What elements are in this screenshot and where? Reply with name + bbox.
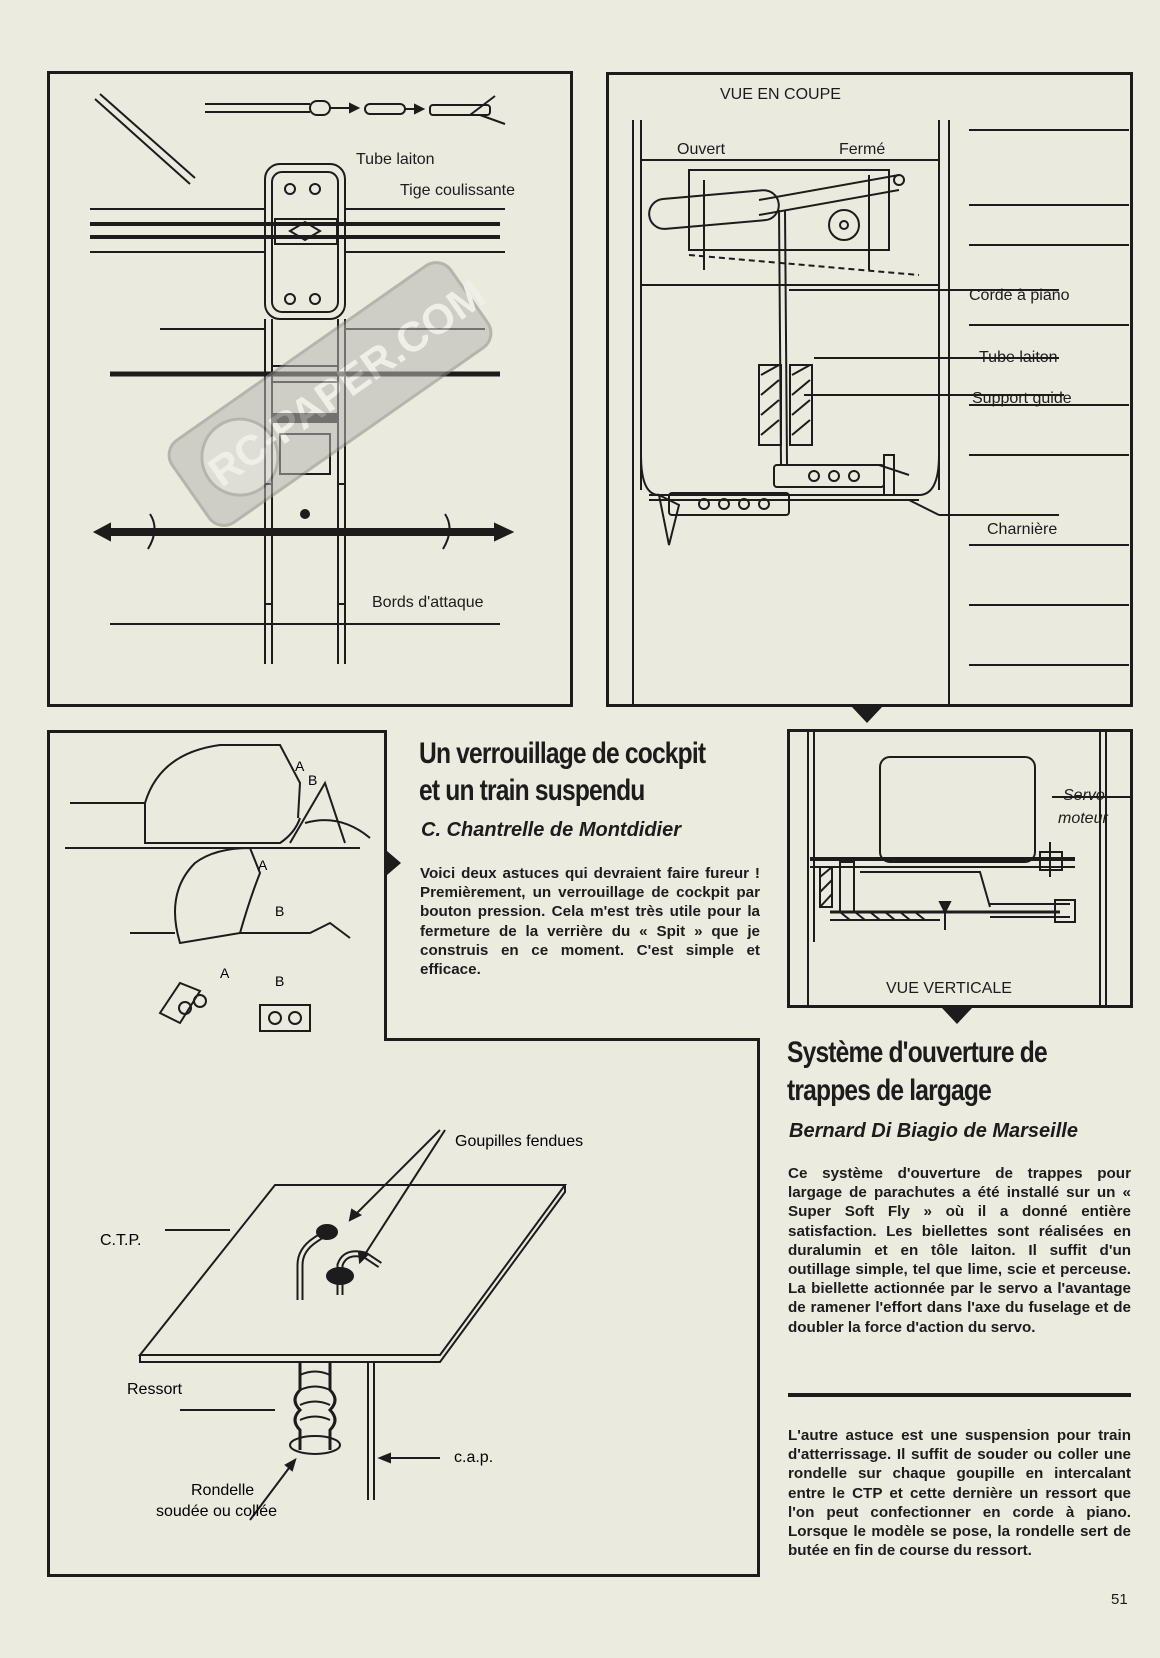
label-tube-laiton: Tube laiton <box>356 151 435 168</box>
page-number: 51 <box>1111 1591 1128 1608</box>
figure-servo-vertical-view: Servo moteur VUE VERTICALE <box>787 729 1133 1008</box>
article-2-body: Ce système d'ouverture de trappes pour l… <box>788 1165 1131 1336</box>
article-1-body: Voici deux astuces qui devraient faire f… <box>420 865 760 979</box>
label-vue-en-coupe: VUE EN COUPE <box>720 86 841 103</box>
figure-3-cockpit-canopy: A B A B A B <box>65 744 371 1032</box>
label-vue-verticale: VUE VERTICALE <box>886 980 1012 997</box>
figure-drop-hatch-section: VUE EN COUPE Ouvert Fermé Corde à piano … <box>606 72 1133 707</box>
label-rondelle-1: Rondelle <box>191 1482 254 1499</box>
figure-2-drawing <box>632 120 1129 704</box>
label-support-guide: Support guide <box>972 390 1072 407</box>
label-rondelle-2: soudée ou collée <box>156 1503 277 1520</box>
label-goupilles-fendues: Goupilles fendues <box>455 1133 583 1150</box>
label-a-2: A <box>258 857 268 873</box>
label-ouvert: Ouvert <box>677 141 726 158</box>
article-1-title-line-2: et un train suspendu <box>419 774 645 807</box>
article-2-title-line-1: Système d'ouverture de <box>787 1036 1048 1069</box>
label-corde-piano: Corde à piano <box>969 287 1070 304</box>
label-servo: Servo <box>1063 787 1105 804</box>
label-b-3: B <box>275 973 284 989</box>
label-moteur: moteur <box>1058 810 1108 827</box>
label-bords-attaque: Bords d'attaque <box>372 594 484 611</box>
label-ctp: C.T.P. <box>100 1232 142 1249</box>
label-b-2: B <box>275 903 284 919</box>
article-1-author: C. Chantrelle de Montdidier <box>421 819 682 841</box>
article-2-author: Bernard Di Biagio de Marseille <box>789 1120 1078 1142</box>
figure-5-landing-gear-suspension: Goupilles fendues C.T.P. Ressort c.a.p. … <box>100 1129 583 1521</box>
label-tube-laiton-2: Tube laiton <box>979 349 1058 366</box>
label-ressort: Ressort <box>127 1381 183 1398</box>
label-cap: c.a.p. <box>454 1449 493 1466</box>
label-charniere: Charnière <box>987 521 1058 538</box>
label-b-1: B <box>308 772 317 788</box>
article-2-title-line-2: trappes de largage <box>787 1074 992 1107</box>
label-a-1: A <box>295 758 305 774</box>
article-1-title-line-1: Un verrouillage de cockpit <box>419 737 706 770</box>
divider-rule <box>788 1393 1131 1397</box>
pointer-arrow-article1 <box>387 851 401 875</box>
label-tige-coulissante: Tige coulissante <box>400 182 516 199</box>
pointer-arrow-figure4 <box>942 1008 972 1024</box>
figure-4-drawing <box>807 732 1130 1005</box>
label-a-3: A <box>220 965 230 981</box>
article-1-continued-body: L'autre astuce est une suspension pour t… <box>788 1427 1131 1560</box>
label-ferme: Fermé <box>839 141 886 158</box>
pointer-arrow-figure2 <box>852 707 882 723</box>
